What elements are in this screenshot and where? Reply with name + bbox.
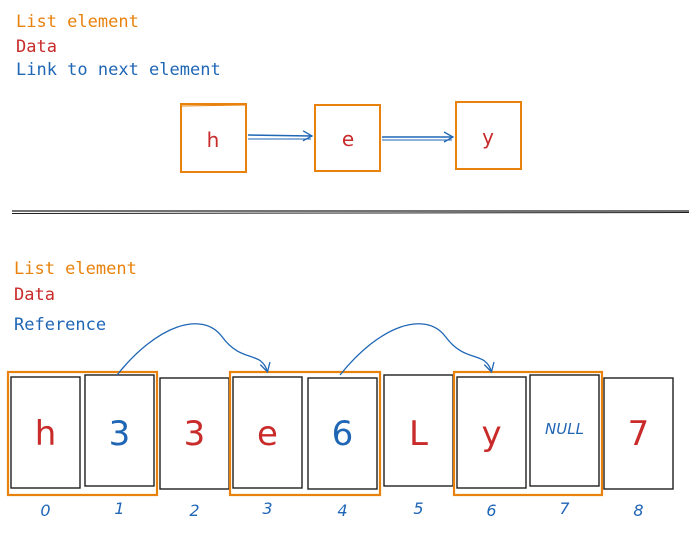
top-link-arrow [382,131,455,143]
reference-arrow [116,323,271,376]
index-label: 8 [633,501,643,520]
top-linked-list: h e y [180,101,522,173]
top-legend: List element Data Link to next element [16,12,221,80]
legend-link: Link to next element [16,60,221,80]
top-node: e [314,104,381,172]
top-link-arrow [247,130,314,142]
cell-value: 7 [628,414,650,454]
bottom-legend: List element Data Reference [14,259,137,335]
memory-cell: 3 [159,377,230,490]
index-label: 6 [486,501,496,520]
cell-box [456,376,527,489]
cell-value: NULL [545,420,584,438]
cell-box [529,374,600,487]
cell-value: e [257,414,278,454]
legend-list-element: List element [14,259,137,279]
top-node-value: h [207,128,220,152]
top-node-value: e [342,127,354,151]
cell-box [10,376,81,489]
cell-value: y [481,414,501,454]
legend-data: Data [14,285,55,305]
memory-cell: 7 [603,377,674,490]
cell-box [307,377,378,490]
index-label: 3 [262,499,272,518]
memory-cell: e [232,376,303,489]
index-label: 0 [40,501,50,520]
memory-cell: NULL [529,374,600,487]
cell-box [603,377,674,490]
index-label: 1 [114,499,124,518]
cell-box [232,376,303,489]
index-label: 5 [413,499,423,518]
top-node: h [180,103,247,173]
cell-value: 6 [332,414,354,454]
index-label: 4 [337,501,347,520]
memory-cell: 3 [84,374,155,487]
cell-value: L [409,414,428,454]
memory-cell: 6 [307,377,378,490]
list-element-box [6,370,159,497]
index-label: 2 [189,501,199,520]
cell-value: h [35,414,57,454]
index-label: 7 [559,499,570,518]
legend-data: Data [16,37,57,57]
cell-value: 3 [184,414,206,454]
top-node-value: y [482,125,494,149]
list-element-box [228,370,382,497]
reference-arrow [339,323,495,376]
section-divider [11,210,690,214]
top-node: y [455,101,522,170]
legend-reference: Reference [14,315,106,335]
legend-list-element: List element [16,12,139,32]
memory-cell: L [383,374,454,487]
cell-box [84,374,155,487]
list-element-box [452,370,604,497]
memory-cell: y [456,376,527,489]
memory-cell: h [10,376,81,489]
cell-value: 3 [109,414,131,454]
